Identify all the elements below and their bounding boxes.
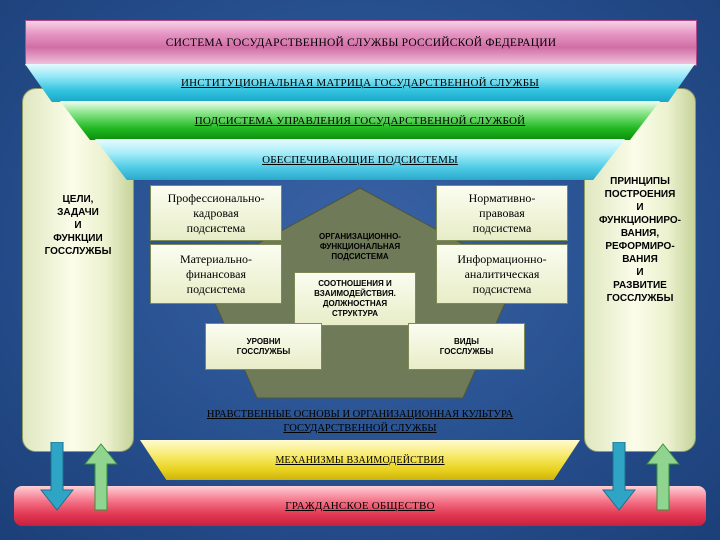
institutional-matrix-band: ИНСТИТУЦИОНАЛЬНАЯ МАТРИЦА ГОСУДАРСТВЕННО… xyxy=(25,64,695,102)
right-up-arrow-icon xyxy=(646,443,680,511)
info-subsystem-box: Информационно- аналитическая подсистема xyxy=(436,244,568,304)
management-subsystem-band: ПОДСИСТЕМА УПРАВЛЕНИЯ ГОСУДАРСТВЕННОЙ СЛ… xyxy=(60,101,660,140)
civil-society-band: ГРАЖДАНСКОЕ ОБЩЕСТВО xyxy=(14,486,706,526)
ethics-label: НРАВСТВЕННЫЕ ОСНОВЫ И ОРГАНИЗАЦИОННАЯ КУ… xyxy=(206,409,514,434)
system-title-band: СИСТЕМА ГОСУДАРСТВЕННОЙ СЛУЖБЫ РОССИЙСКО… xyxy=(25,20,697,66)
types-box: ВИДЫ ГОССЛУЖБЫ xyxy=(408,323,525,370)
levels-box: УРОВНИ ГОССЛУЖБЫ xyxy=(205,323,322,370)
institutional-matrix-label: ИНСТИТУЦИОНАЛЬНАЯ МАТРИЦА ГОСУДАРСТВЕННО… xyxy=(180,77,540,89)
principles-pillar-label: ПРИНЦИПЫ ПОСТРОЕНИЯ И ФУНКЦИОНИРО- ВАНИЯ… xyxy=(598,176,682,304)
org-functional-subsystem-label: ОРГАНИЗАЦИОННО- ФУНКЦИОНАЛЬНАЯ ПОДСИСТЕМ… xyxy=(319,232,401,261)
structure-box: СООТНОШЕНИЯ И ВЗАИМОДЕЙСТВИЯ. ДОЛЖНОСТНА… xyxy=(294,272,416,326)
left-down-arrow-icon xyxy=(40,442,74,511)
supporting-subsystems-label: ОБЕСПЕЧИВАЮЩИЕ ПОДСИСТЕМЫ xyxy=(262,153,458,166)
goals-pillar-label: ЦЕЛИ, ЗАДАЧИ И ФУНКЦИИ ГОССЛУЖБЫ xyxy=(44,193,112,257)
personnel-subsystem-box: Профессионально- кадровая подсистема xyxy=(150,185,282,241)
right-down-arrow-icon xyxy=(602,442,636,511)
system-title-label: СИСТЕМА ГОСУДАРСТВЕННОЙ СЛУЖБЫ РОССИЙСКО… xyxy=(165,37,557,49)
finance-subsystem-box: Материально- финансовая подсистема xyxy=(150,244,282,304)
left-up-arrow-icon xyxy=(84,443,118,511)
supporting-subsystems-band: ОБЕСПЕЧИВАЮЩИЕ ПОДСИСТЕМЫ xyxy=(95,139,625,180)
mechanisms-label: МЕХАНИЗМЫ ВЗАИМОДЕЙСТВИЯ xyxy=(275,454,445,466)
mechanisms-band: МЕХАНИЗМЫ ВЗАИМОДЕЙСТВИЯ xyxy=(140,440,580,480)
civil-society-label: ГРАЖДАНСКОЕ ОБЩЕСТВО xyxy=(285,500,435,512)
management-subsystem-label: ПОДСИСТЕМА УПРАВЛЕНИЯ ГОСУДАРСТВЕННОЙ СЛ… xyxy=(194,114,526,127)
legal-subsystem-box: Нормативно- правовая подсистема xyxy=(436,185,568,241)
